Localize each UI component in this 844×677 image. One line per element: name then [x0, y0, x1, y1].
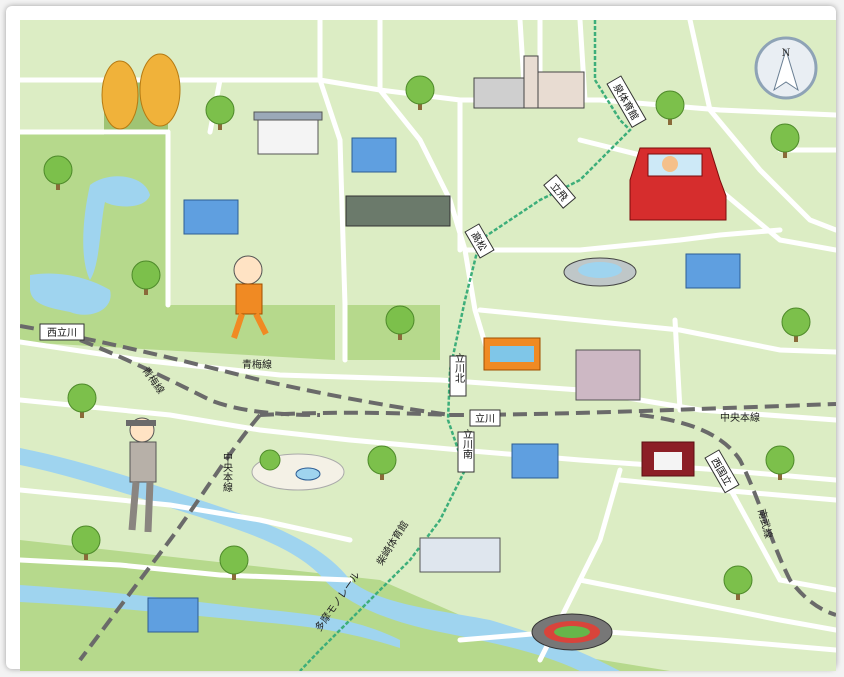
tree-icon — [723, 565, 753, 600]
map-frame: 泉体育館 立飛 高松 西立川 立川北 立川 — [6, 6, 836, 671]
building-icon — [419, 537, 501, 573]
tree-icon — [71, 525, 101, 560]
tree-icon — [781, 307, 811, 342]
shop-icon — [483, 337, 541, 371]
rail-ome — [20, 324, 451, 417]
line-label-ome: 青梅線 — [242, 358, 272, 371]
river-zanbori — [20, 585, 400, 648]
station-tachikawakita-text: 立川北 — [453, 352, 465, 383]
line-label-chuo-west: 中央本線 — [221, 451, 233, 492]
station-label-tachikawaminami: 立川南 — [457, 428, 475, 473]
station-tachikawaminami-text: 立川南 — [461, 428, 473, 459]
building-icon — [183, 199, 239, 235]
trees — [43, 75, 811, 600]
tree-icon — [367, 445, 397, 480]
station-label-takamatsu: 高松 — [464, 223, 495, 259]
station-label-tachikawa: 立川 — [469, 409, 501, 427]
building-icon — [511, 443, 559, 479]
tree-icon — [219, 545, 249, 580]
rail-nambu — [639, 413, 836, 617]
park-area-north-small — [345, 305, 440, 360]
station-label-nishitachikawa: 西立川 — [39, 323, 85, 341]
building-icon — [685, 253, 741, 289]
onsen-icon — [563, 257, 637, 287]
tree-icon — [405, 75, 435, 110]
building-icon — [345, 195, 451, 227]
building-icon — [575, 349, 641, 401]
rail-chuo-west — [78, 413, 262, 662]
tree-icon — [770, 123, 800, 158]
building-icon — [147, 597, 199, 633]
tree-icon — [43, 155, 73, 190]
car-icon — [629, 147, 727, 221]
station-tachikawa-text: 立川 — [475, 412, 495, 425]
tree-icon — [655, 90, 685, 125]
fountain-icon — [251, 449, 345, 491]
map-svg: 泉体育館 立飛 高松 西立川 立川北 立川 — [20, 20, 836, 671]
building-icon — [253, 111, 323, 155]
pond-lower — [30, 273, 111, 315]
building-icon — [351, 137, 397, 173]
tree-icon — [131, 260, 161, 295]
station-label-tachihi: 立飛 — [543, 174, 577, 209]
station-label-tachikawakita: 立川北 — [449, 352, 467, 397]
tree-icon — [385, 305, 415, 340]
compass-icon: N — [754, 36, 818, 100]
station-nishitachikawa-text: 西立川 — [47, 326, 77, 339]
map-canvas: 泉体育館 立飛 高松 西立川 立川北 立川 — [20, 20, 836, 671]
monorail-line — [299, 20, 632, 671]
tree-icon — [205, 95, 235, 130]
rail-chuo-link — [259, 410, 451, 417]
line-label-chuo: 中央本線 — [720, 411, 760, 424]
line-label-ome-2: 青梅線 — [140, 364, 168, 396]
line-label-shibasaki: 柴崎体育館 — [374, 518, 412, 567]
pond-upper — [83, 176, 150, 280]
theater-icon — [641, 441, 695, 477]
person-girl-icon — [231, 255, 269, 339]
rail-chuo — [449, 402, 836, 417]
compass-label: N — [782, 48, 791, 59]
stadium-icon — [531, 613, 613, 651]
building-icon — [473, 55, 585, 109]
ginkgo-trees-icon — [101, 53, 181, 130]
tree-icon — [67, 383, 97, 418]
rail-lines — [20, 324, 836, 662]
tree-icon — [765, 445, 795, 480]
person-man-icon — [126, 417, 157, 533]
